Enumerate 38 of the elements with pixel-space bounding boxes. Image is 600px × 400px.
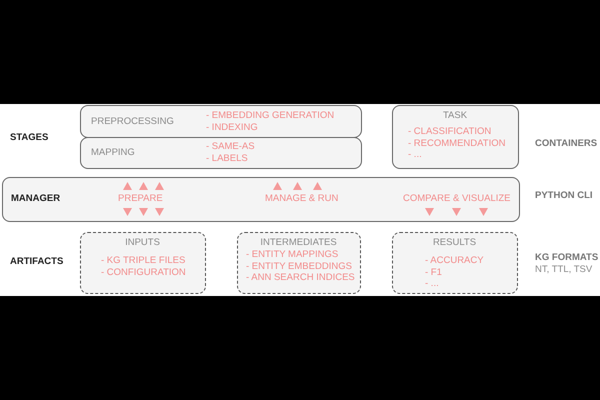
list-item: - CONFIGURATION (101, 266, 186, 278)
side-label: PYTHON CLI (535, 190, 593, 202)
step-label: MANAGE & RUN (265, 193, 338, 205)
stage-box (80, 137, 362, 169)
box-heading: INPUTS (124, 237, 161, 249)
list-item: - KG TRIPLE FILES (101, 255, 186, 267)
list-item: - ANN SEARCH INDICES (246, 272, 355, 284)
manager-panel (2, 177, 520, 222)
step-label: PREPARE (118, 193, 163, 205)
artifact-box (392, 232, 518, 294)
stage-box (80, 105, 362, 138)
box-heading: MAPPING (91, 147, 135, 159)
list-item: - ENTITY MAPPINGS (246, 249, 338, 261)
list-item: - CLASSIFICATION (408, 126, 492, 138)
list-item: - F1 (425, 266, 442, 278)
row-label: ARTIFACTS (10, 256, 64, 268)
step-label: COMPARE & VISUALIZE (403, 193, 511, 205)
list-item: - INDEXING (206, 122, 258, 134)
list-item: - ENTITY EMBEDDINGS (246, 260, 352, 272)
side-label: CONTAINERS (535, 138, 598, 150)
box-heading: INTERMEDIATES (259, 237, 338, 249)
list-item: - EMBEDDING GENERATION (206, 110, 334, 122)
artifact-box (237, 232, 361, 294)
stage-box (392, 105, 519, 169)
artifact-box (80, 232, 206, 294)
list-item: - LABELS (206, 153, 248, 165)
box-heading: RESULTS (432, 237, 478, 249)
list-item: - ACCURACY (425, 255, 484, 267)
list-item: - SAME-AS (206, 141, 255, 153)
list-item: - ... (425, 278, 439, 290)
list-item: - ... (408, 149, 422, 161)
box-heading: TASK (442, 110, 468, 122)
list-item: - RECOMMENDATION (408, 138, 506, 150)
row-label: STAGES (10, 132, 48, 144)
side-label: KG FORMATS (535, 252, 598, 264)
side-label: NT, TTL, TSV (535, 264, 592, 276)
panel-heading: MANAGER (11, 193, 60, 205)
box-heading: PREPROCESSING (91, 116, 174, 128)
